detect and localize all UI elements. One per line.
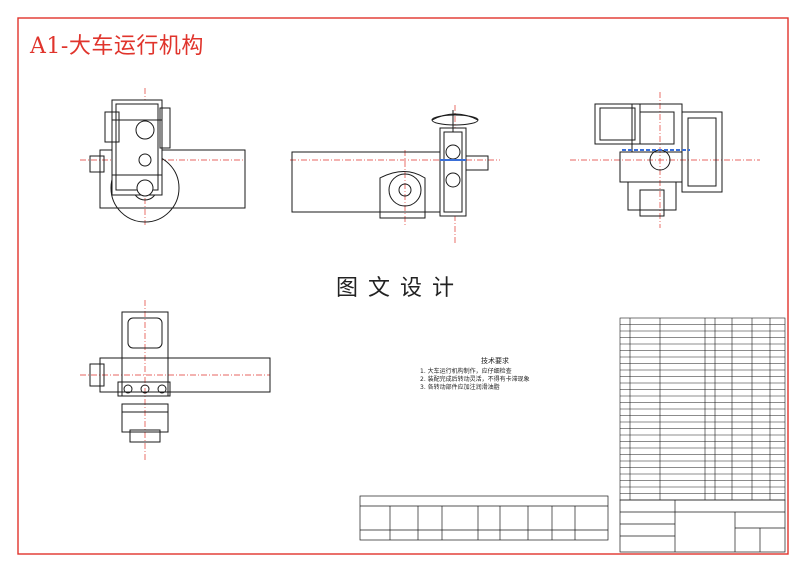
parameter-table	[359, 495, 609, 541]
title-block	[619, 499, 786, 553]
front-view-middle	[290, 105, 500, 245]
parts-list-table	[619, 317, 786, 501]
drawing-title: A1-大车运行机构	[30, 34, 204, 59]
technical-notes: 技术要求 1. 大车运行机构制作，应仔细检查 2. 装配完成后转动灵活，不得有卡…	[420, 356, 570, 392]
front-view-left	[80, 88, 246, 225]
technical-note-line: 1. 大车运行机构制作，应仔细检查	[420, 368, 512, 375]
sheet-border	[17, 17, 789, 555]
technical-note-line: 3. 各转动部件应加注润滑油脂	[420, 384, 500, 391]
side-view-right	[570, 92, 760, 228]
technical-note-line: 2. 装配完成后转动灵活，不得有卡滞现象	[420, 376, 530, 383]
technical-notes-title: 技术要求	[481, 357, 509, 365]
plan-view	[80, 300, 271, 460]
watermark-text: 图文设计	[330, 268, 471, 304]
